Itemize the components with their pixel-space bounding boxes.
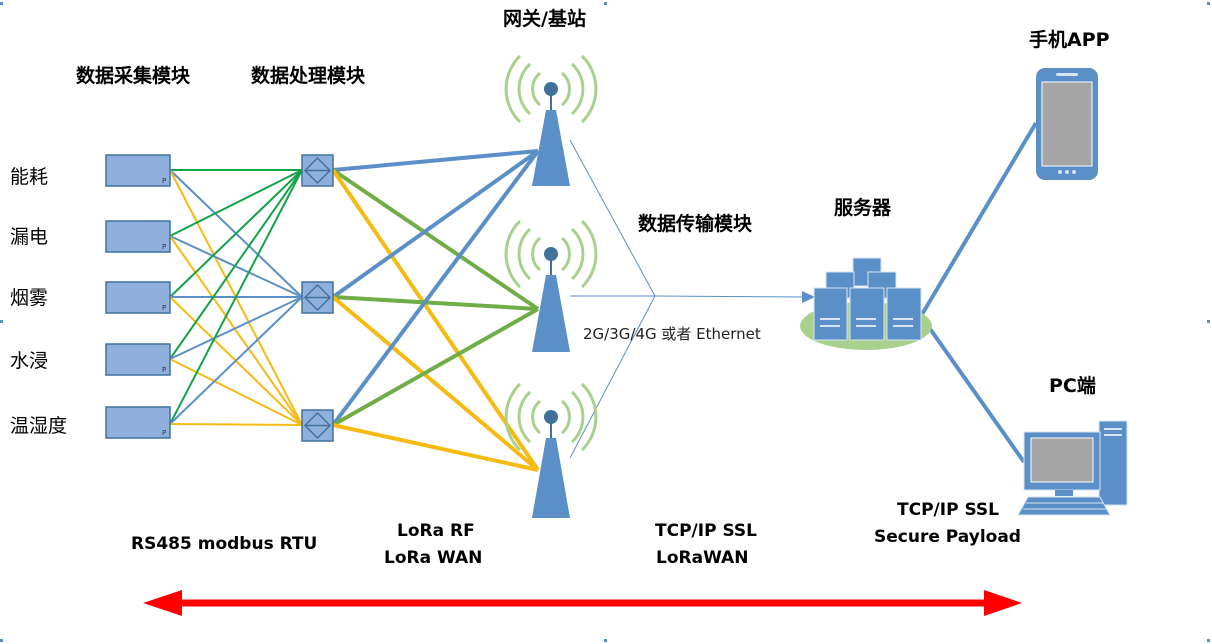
link-s2-n1 (169, 169, 303, 237)
link-s4-n2 (169, 296, 303, 360)
link-n2-g1 (331, 149, 540, 299)
link-s5-n2 (169, 296, 303, 425)
lora-label-1: LoRa RF (397, 521, 475, 541)
gateway-tower-icon (504, 219, 598, 352)
processing-module-label: 数据处理模块 (251, 64, 366, 87)
link-server-phone (919, 121, 1038, 318)
mobile-app-label: 手机APP (1029, 28, 1110, 51)
rs485-label: RS485 modbus RTU (131, 534, 317, 554)
acquisition-module (105, 154, 171, 187)
server-cluster-icon (800, 257, 932, 350)
processing-node (301, 281, 334, 314)
link-hub-server (654, 295, 806, 298)
sensor-label: 水浸 (10, 350, 48, 372)
link-server-pc (919, 314, 1026, 464)
processing-node (301, 154, 334, 187)
server-arrowhead (802, 291, 815, 303)
link-s4-n3 (169, 358, 303, 426)
links-sensors-to-processing (169, 169, 303, 426)
acquisition-module-marks: P P P P P (162, 177, 166, 437)
sensor-label: 温湿度 (10, 415, 67, 437)
link-n1-g1 (332, 149, 539, 172)
sensor-label: 烟雾 (10, 287, 48, 309)
acquisition-module (105, 281, 171, 314)
acquisition-module (105, 343, 171, 376)
gateway-label: 网关/基站 (503, 7, 586, 30)
link-g3-hub (569, 295, 656, 459)
link-s5-n3 (169, 423, 303, 426)
sensor-label: 漏电 (10, 226, 48, 248)
links-server-to-clients (919, 121, 1038, 464)
processing-node (301, 409, 334, 442)
links-gateways-to-server (569, 139, 815, 459)
sensor-label: 能耗 (10, 166, 48, 188)
headline-labels: 数据采集模块 数据处理模块 网关/基站 数据传输模块 服务器 手机APP PC端… (76, 7, 1110, 397)
pc-label: PC端 (1049, 374, 1096, 397)
tcp-label-1: TCP/IP SSL (655, 521, 757, 541)
acquisition-modules (105, 154, 171, 439)
module-mark: P (162, 366, 166, 374)
link-n2-g2 (332, 295, 539, 311)
acquisition-module-label: 数据采集模块 (76, 64, 191, 87)
link-n3-g1 (331, 149, 540, 427)
secure-label-1: TCP/IP SSL (897, 500, 999, 520)
link-s5-n1 (169, 169, 303, 425)
gateway-towers (504, 54, 598, 518)
link-s2-n3 (169, 235, 303, 426)
link-s4-n1 (169, 169, 303, 360)
server-label: 服务器 (834, 196, 892, 219)
double-arrow-icon (143, 590, 1022, 616)
sensor-labels: 能耗 漏电 烟雾 水浸 温湿度 (10, 166, 67, 437)
module-mark: P (162, 243, 166, 251)
mobile-phone-icon (1036, 68, 1098, 180)
link-n3-g3 (332, 423, 539, 472)
link-n1-g3 (331, 168, 540, 472)
acquisition-module (105, 220, 171, 253)
module-mark: P (162, 177, 166, 185)
module-mark: P (162, 304, 166, 312)
link-n1-g2 (331, 168, 540, 311)
link-n2-g3 (331, 295, 540, 472)
desktop-computer-icon (1017, 420, 1128, 516)
tcp-label-2: LoRaWAN (656, 548, 748, 568)
link-n3-g2 (332, 307, 539, 427)
lora-label-2: LoRa WAN (384, 548, 482, 568)
link-g1-hub (569, 139, 656, 297)
link-s2-n2 (169, 235, 303, 298)
gateway-tower-icon (504, 382, 598, 518)
link-s3-n1 (169, 169, 303, 298)
module-mark: P (162, 429, 166, 437)
links-processing-to-gateways (331, 149, 540, 472)
transmission-module-label: 数据传输模块 (638, 212, 753, 235)
acquisition-module (105, 406, 171, 439)
gateway-tower-icon (504, 54, 598, 186)
secure-label-2: Secure Payload (874, 527, 1021, 547)
processing-nodes (301, 154, 334, 442)
protocol-labels: RS485 modbus RTU LoRa RF LoRa WAN TCP/IP… (131, 500, 1021, 568)
network-label: 2G/3G/4G 或者 Ethernet (583, 325, 761, 343)
